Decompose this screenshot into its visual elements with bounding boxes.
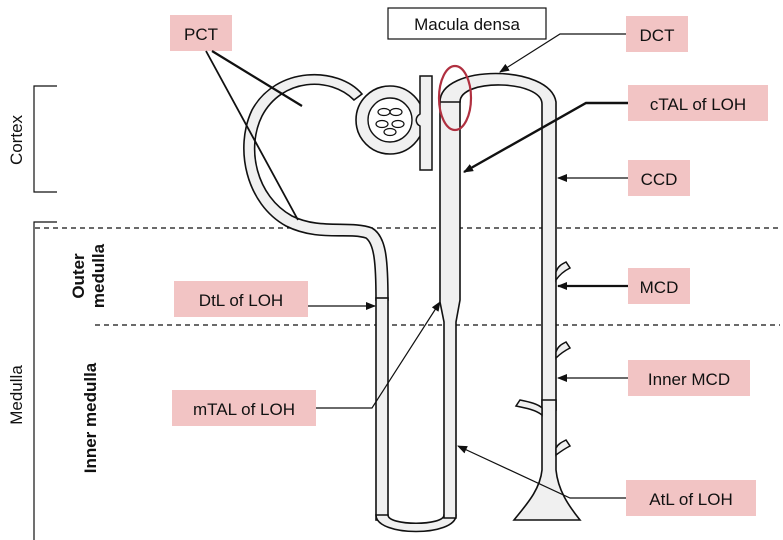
mtal-label: mTAL of LOH <box>193 400 295 419</box>
cortex-bracket <box>34 86 57 192</box>
glomerulus <box>356 76 432 170</box>
mcd-label: MCD <box>640 278 679 297</box>
medulla-bracket <box>34 222 57 540</box>
atl-tubule <box>440 100 460 518</box>
medulla-label: Medulla <box>7 365 26 425</box>
dct-leader <box>500 34 626 72</box>
inner-medulla-label: Inner medulla <box>81 362 100 473</box>
dtl-tubule <box>376 298 388 520</box>
collecting-duct <box>514 400 580 520</box>
pct-label: PCT <box>184 25 218 44</box>
dct-label: DCT <box>640 26 675 45</box>
cortex-label: Cortex <box>7 114 26 165</box>
dtl-label: DtL of LOH <box>199 291 283 310</box>
ctal-label: cTAL of LOH <box>650 95 746 114</box>
inner-mcd-label: Inner MCD <box>648 370 730 389</box>
atl-label: AtL of LOH <box>649 490 732 509</box>
macula-densa-label: Macula densa <box>414 15 520 34</box>
outer-medulla-label-line2: medulla <box>89 243 108 308</box>
outer-medulla-label-line1: Outer <box>69 253 88 299</box>
ccd-label: CCD <box>641 170 678 189</box>
